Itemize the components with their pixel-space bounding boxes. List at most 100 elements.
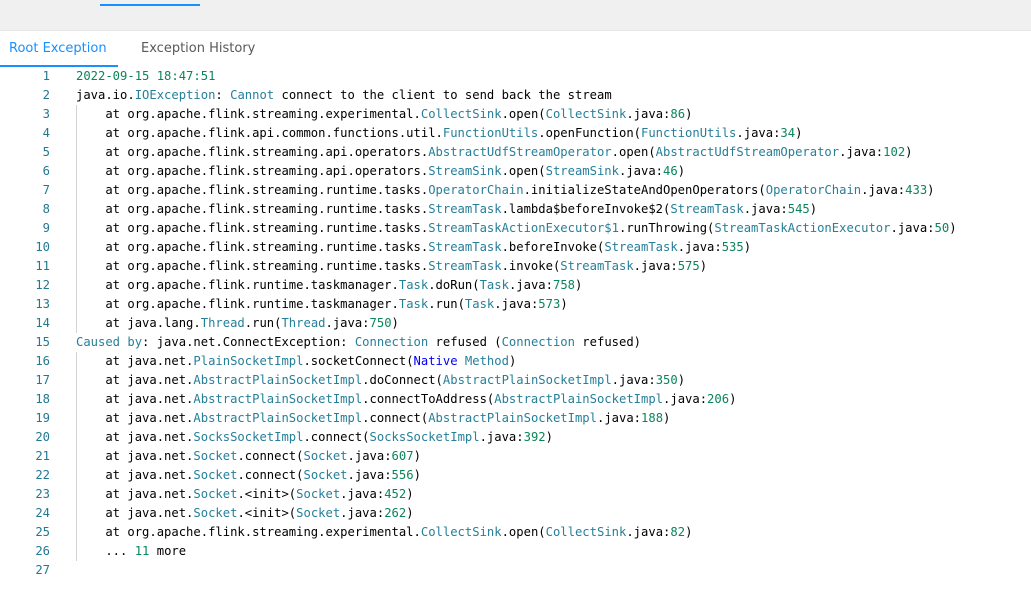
code-token: ) xyxy=(677,164,686,178)
tab-exception-history[interactable]: Exception History xyxy=(141,41,256,56)
code-token: Socket xyxy=(296,487,341,501)
code-token: StreamTask xyxy=(428,240,502,254)
code-token: CollectSink xyxy=(420,525,502,539)
code-text: at org.apache.flink.streaming.runtime.ta… xyxy=(76,181,935,200)
code-line: 17 at java.net.AbstractPlainSocketImpl.d… xyxy=(0,371,1031,390)
line-number: 8 xyxy=(42,202,50,216)
line-number: 5 xyxy=(42,145,50,159)
code-token: .java: xyxy=(839,145,884,159)
code-token: 556 xyxy=(391,468,414,482)
code-token: .java: xyxy=(633,259,678,273)
code-token: ) xyxy=(685,525,693,539)
code-token: .java: xyxy=(611,373,656,387)
code-text: at java.net.Socket.connect(Socket.java:5… xyxy=(76,466,421,485)
code-token xyxy=(458,354,465,368)
code-token: ) xyxy=(729,392,737,406)
code-text: at java.net.PlainSocketImpl.socketConnec… xyxy=(76,352,516,371)
line-number: 15 xyxy=(35,335,50,349)
indent-guide xyxy=(76,485,77,504)
code-token: .open( xyxy=(611,145,656,159)
indent-guide xyxy=(76,162,77,181)
code-line: 11 at org.apache.flink.streaming.runtime… xyxy=(0,257,1031,276)
line-number: 9 xyxy=(42,221,50,235)
code-text: at java.net.AbstractPlainSocketImpl.conn… xyxy=(76,409,670,428)
code-text: at java.net.Socket.connect(Socket.java:6… xyxy=(76,447,421,466)
code-token: ) xyxy=(406,506,414,520)
code-token: ... xyxy=(76,544,135,558)
line-number: 27 xyxy=(35,563,50,577)
indent-guide xyxy=(76,257,77,276)
code-token: ) xyxy=(391,316,399,330)
code-token: .java: xyxy=(596,411,642,425)
code-token: ) xyxy=(575,278,583,292)
code-token: ) xyxy=(949,221,957,235)
code-token: ) xyxy=(699,259,708,273)
code-text: at org.apache.flink.api.common.functions… xyxy=(76,124,802,143)
code-token: .<init>( xyxy=(237,506,297,520)
code-token: .open( xyxy=(501,164,546,178)
code-token: at java.net. xyxy=(76,392,194,406)
code-token: Socket xyxy=(193,487,238,501)
code-token: ) xyxy=(413,449,421,463)
indent-guide xyxy=(76,276,77,295)
code-token: .socketConnect( xyxy=(303,354,414,368)
code-token: .java: xyxy=(663,392,708,406)
indent-guide xyxy=(76,105,77,124)
code-token: ) xyxy=(406,487,414,501)
code-line: 10 at org.apache.flink.streaming.runtime… xyxy=(0,238,1031,257)
code-token: SocksSocketImpl xyxy=(193,430,304,444)
code-line: 7 at org.apache.flink.streaming.runtime.… xyxy=(0,181,1031,200)
code-token: 46 xyxy=(663,164,678,178)
code-text: at org.apache.flink.streaming.runtime.ta… xyxy=(76,200,817,219)
code-token: at java.net. xyxy=(76,411,194,425)
code-token: at java.net. xyxy=(76,373,194,387)
code-token: Socket xyxy=(296,506,341,520)
line-number: 17 xyxy=(35,373,50,387)
code-token: connect to the client to send back the s… xyxy=(274,88,612,102)
active-tab-indicator xyxy=(0,65,118,67)
code-token: .java: xyxy=(626,107,671,121)
code-token: .connectToAddress( xyxy=(362,392,495,406)
code-token: .java: xyxy=(626,525,671,539)
indent-guide xyxy=(76,314,77,333)
code-token: StreamTask xyxy=(428,202,502,216)
code-token: .runThrowing( xyxy=(618,221,715,235)
code-token: .doConnect( xyxy=(362,373,443,387)
code-line: 12 at org.apache.flink.runtime.taskmanag… xyxy=(0,276,1031,295)
indent-guide xyxy=(76,542,77,561)
code-token: at org.apache.flink.streaming.runtime.ta… xyxy=(76,259,429,273)
code-token: .java: xyxy=(347,449,392,463)
code-token: Task xyxy=(464,297,495,311)
code-token: AbstractPlainSocketImpl xyxy=(494,392,664,406)
line-number: 20 xyxy=(35,430,50,444)
code-token: .connect( xyxy=(237,449,304,463)
indent-guide xyxy=(76,466,77,485)
code-token: FunctionUtils xyxy=(641,126,737,140)
line-number: 6 xyxy=(42,164,50,178)
code-token: PlainSocketImpl xyxy=(193,354,304,368)
tab-root-exception[interactable]: Root Exception xyxy=(9,41,107,56)
code-token: .java: xyxy=(736,126,781,140)
indent-guide xyxy=(76,447,77,466)
code-token: ) xyxy=(927,183,935,197)
code-token: .run( xyxy=(428,297,465,311)
code-token: IOException xyxy=(134,88,216,102)
code-line: 25 at org.apache.flink.streaming.experim… xyxy=(0,523,1031,542)
code-token: CollectSink xyxy=(420,107,502,121)
code-token: .initializeStateAndOpenOperators( xyxy=(523,183,766,197)
code-token: Caused by xyxy=(76,335,143,349)
indent-guide xyxy=(76,295,77,314)
code-token: .java: xyxy=(347,468,392,482)
indent-guide xyxy=(76,143,77,162)
code-line: 6 at org.apache.flink.streaming.api.oper… xyxy=(0,162,1031,181)
code-token: .beforeInvoke( xyxy=(501,240,605,254)
code-token: 206 xyxy=(707,392,730,406)
code-line: 5 at org.apache.flink.streaming.api.oper… xyxy=(0,143,1031,162)
line-number: 3 xyxy=(42,107,50,121)
code-token: ) xyxy=(413,468,421,482)
line-number: 19 xyxy=(35,411,50,425)
code-line: 3 at org.apache.flink.streaming.experime… xyxy=(0,105,1031,124)
code-line: 20 at java.net.SocksSocketImpl.connect(S… xyxy=(0,428,1031,447)
code-token: : java.net.ConnectException: xyxy=(142,335,355,349)
